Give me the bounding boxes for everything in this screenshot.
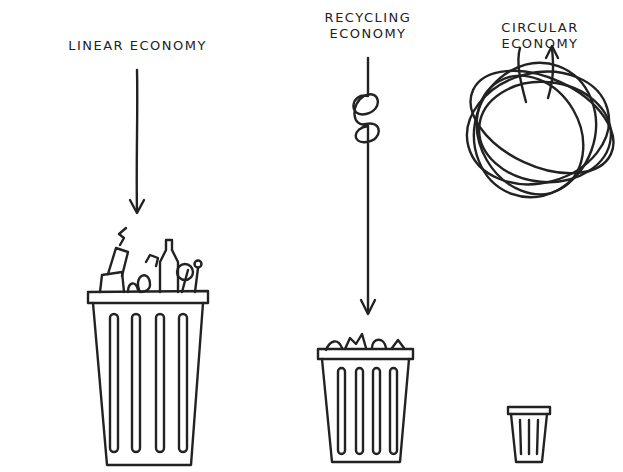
trash-can-rim	[88, 291, 208, 303]
circular-arrow	[548, 48, 553, 98]
trash-can-body	[322, 359, 409, 462]
trash-can-rim	[318, 349, 413, 359]
linear-arrow	[136, 70, 139, 212]
circular-loop	[456, 56, 605, 213]
arrow-head	[130, 200, 144, 213]
can-stripe	[390, 368, 397, 454]
trash-bottle	[160, 240, 178, 292]
can-stripe	[179, 314, 187, 452]
can-stripe	[373, 368, 380, 454]
can-stripe	[520, 420, 538, 454]
can-stripe	[110, 314, 118, 452]
trash-can-body	[511, 414, 547, 462]
trash-can-rim	[508, 407, 550, 414]
circular-line	[518, 48, 526, 102]
circular-loop	[455, 50, 623, 194]
can-stripe	[156, 314, 164, 452]
trash-bits	[326, 334, 404, 350]
trash-spring	[119, 228, 126, 245]
circular-loop	[475, 76, 615, 187]
can-stripe	[338, 368, 345, 454]
economy-label: CIRCULAR ECONOMY	[478, 20, 602, 52]
circular-loop	[455, 46, 614, 215]
trash-box	[100, 272, 124, 292]
economy-label: RECYCLING ECONOMY	[300, 10, 436, 42]
economy-label: LINEAR ECONOMY	[25, 38, 250, 54]
recycling-arrow	[353, 58, 378, 312]
trash-can-body	[93, 303, 203, 465]
can-stripe	[132, 314, 140, 452]
trash-knob	[195, 261, 202, 268]
trash-bit	[146, 255, 158, 266]
trash-clip	[138, 275, 150, 292]
trash-can	[108, 248, 128, 276]
trash-stick	[182, 268, 198, 292]
can-stripe	[356, 368, 363, 454]
arrow-head	[361, 300, 375, 314]
